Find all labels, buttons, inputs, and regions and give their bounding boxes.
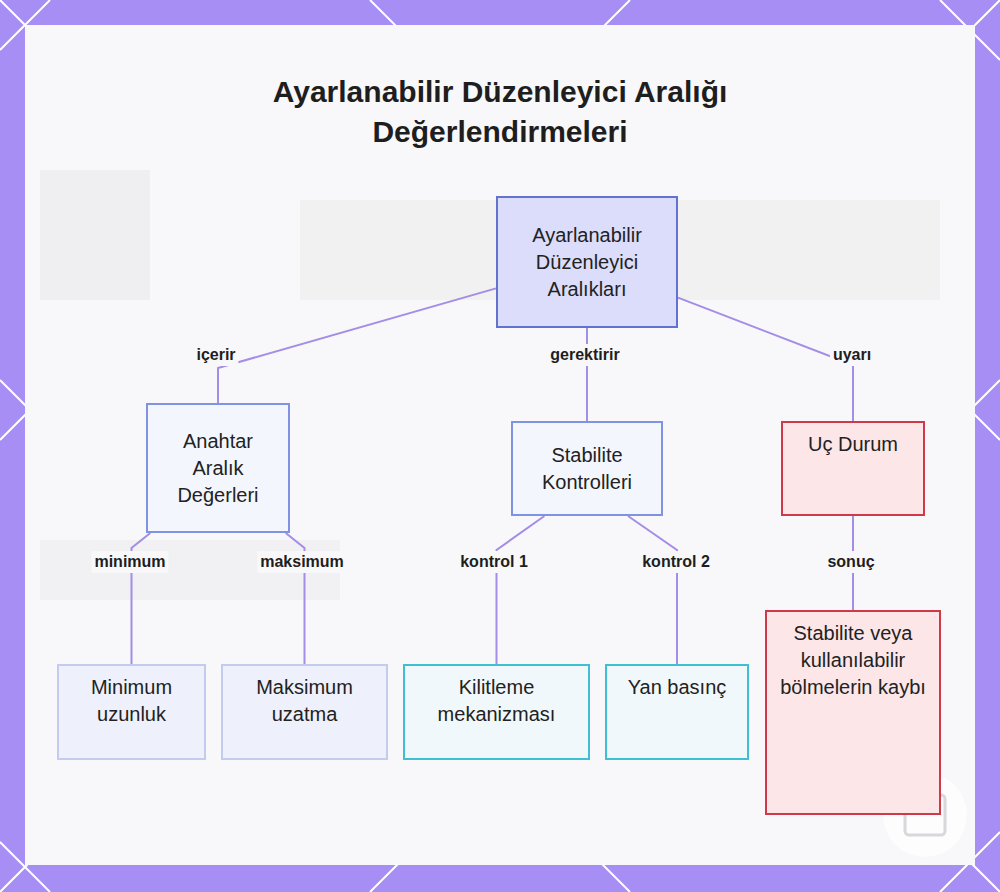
node-text: Stabilite Kontrolleri <box>513 442 661 496</box>
connector-line <box>497 516 545 664</box>
category-box: Stabilite Kontrolleri <box>511 421 663 516</box>
connector-line <box>586 328 588 421</box>
edge-label: sonuç <box>824 551 877 573</box>
category-box: Anahtar Aralık Değerleri <box>146 403 290 533</box>
diagram-title: Ayarlanabilir Düzenleyici Aralığı Değerl… <box>200 72 800 152</box>
node-text: Minimum uzunluk <box>59 674 204 728</box>
blurred-photo <box>40 170 150 300</box>
control-box: Yan basınç <box>605 664 749 760</box>
result-box: Stabilite veya kullanılabilir bölmelerin… <box>765 610 941 815</box>
node-text: Ayarlanabilir Düzenleyici Aralıkları <box>498 222 676 303</box>
root-box: Ayarlanabilir Düzenleyici Aralıkları <box>496 196 678 328</box>
node-text: Kilitleme mekanizması <box>405 674 588 728</box>
node-text: Uç Durum <box>783 431 923 458</box>
edge-label: maksimum <box>257 551 347 573</box>
node-text: Anahtar Aralık Değerleri <box>148 428 288 509</box>
edge-label: uyarı <box>830 344 874 366</box>
node-text: Stabilite veya kullanılabilir bölmelerin… <box>767 620 939 701</box>
leaf-box: Minimum uzunluk <box>57 664 206 760</box>
edge-label: kontrol 1 <box>457 551 531 573</box>
edge-label: gerektirir <box>547 344 622 366</box>
panel <box>25 25 975 865</box>
edge-label: kontrol 2 <box>639 551 713 573</box>
warning-box: Uç Durum <box>781 421 925 516</box>
control-box: Kilitleme mekanizması <box>403 664 590 760</box>
node-text: Yan basınç <box>607 674 747 701</box>
connector-line <box>218 288 496 403</box>
edge-label: içerir <box>193 344 238 366</box>
edge-label: minimum <box>91 551 168 573</box>
leaf-box: Maksimum uzatma <box>221 664 388 760</box>
node-text: Maksimum uzatma <box>223 674 386 728</box>
connector-line <box>678 298 853 421</box>
connector-line <box>628 516 677 664</box>
